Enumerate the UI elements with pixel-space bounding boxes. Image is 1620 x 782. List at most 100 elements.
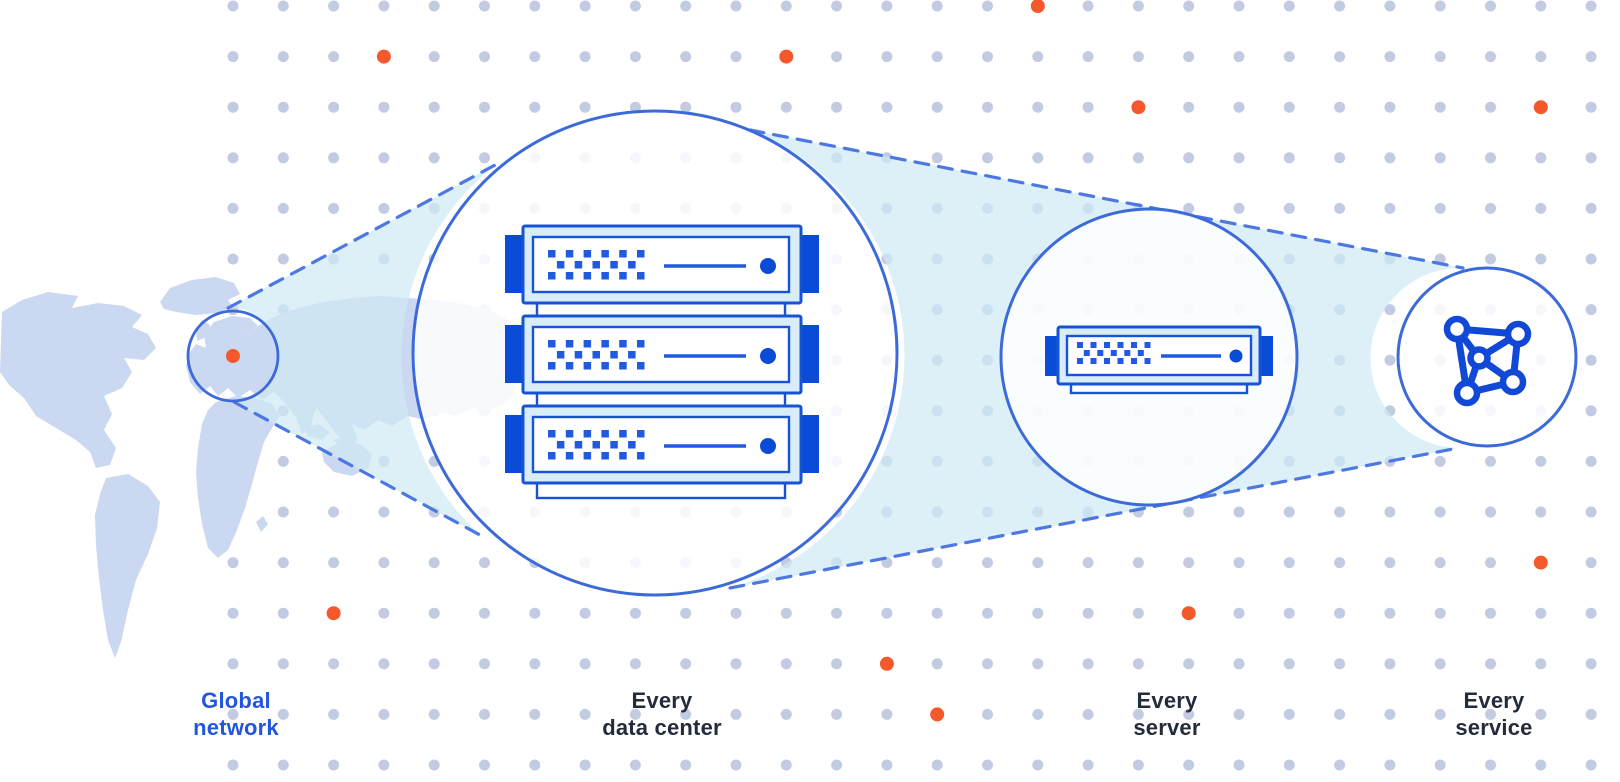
grid-dot <box>479 101 490 113</box>
grid-dot <box>1535 202 1547 214</box>
grid-dot <box>227 253 239 265</box>
grid-dot <box>1334 152 1346 164</box>
grid-dot <box>982 658 993 670</box>
grid-dot <box>328 0 340 12</box>
grid-dot <box>1384 202 1396 214</box>
grid-dot <box>1082 0 1094 12</box>
vent-square <box>592 441 600 449</box>
grid-dot <box>1535 253 1547 265</box>
vent-square <box>601 430 609 438</box>
vent-square <box>565 272 574 280</box>
vent-square <box>1104 342 1110 348</box>
grid-dot <box>1384 759 1396 771</box>
continent-greenland <box>160 277 240 315</box>
grid-dot <box>1384 0 1396 12</box>
grid-dot <box>831 658 843 670</box>
grid-dot <box>1585 658 1597 670</box>
grid-dot <box>680 101 692 113</box>
vent-square <box>610 351 618 359</box>
vent-square <box>548 272 556 280</box>
grid-dot <box>479 152 490 164</box>
grid-dot <box>1535 51 1547 63</box>
grid-dot <box>479 557 490 569</box>
grid-dot <box>227 51 239 63</box>
grid-dot <box>1132 51 1144 63</box>
grid-dot <box>529 607 541 619</box>
grid-dot <box>529 101 541 113</box>
grid-dot <box>1434 202 1446 214</box>
vent-square <box>619 452 627 460</box>
grid-dot <box>1082 708 1094 720</box>
grid-dot <box>378 152 390 164</box>
grid-dot <box>1485 607 1496 619</box>
label-line: Every <box>1463 688 1525 713</box>
grid-dot <box>1434 759 1446 771</box>
grid-dot <box>1334 658 1346 670</box>
grid-dot <box>277 557 289 569</box>
vent-square <box>548 340 556 348</box>
vent-square <box>601 272 609 280</box>
vent-square <box>619 362 627 370</box>
grid-dot <box>1032 101 1044 113</box>
mesh-node <box>1453 379 1481 407</box>
grid-dot <box>1283 607 1295 619</box>
grid-dot <box>1283 557 1295 569</box>
single-server-icon <box>1045 325 1273 395</box>
grid-dot <box>1082 759 1094 771</box>
grid-dot <box>277 202 289 214</box>
label-line: network <box>193 715 279 740</box>
vent-square <box>628 261 636 269</box>
grid-dot <box>1082 101 1094 113</box>
vent-square <box>565 340 574 348</box>
grid-dot <box>428 0 440 12</box>
vent-square <box>1083 350 1090 356</box>
grid-dot <box>277 101 289 113</box>
vent-square <box>610 261 618 269</box>
grid-dot <box>1535 759 1547 771</box>
grid-dot <box>730 101 742 113</box>
grid-dot <box>680 759 692 771</box>
grid-dot-accent <box>1030 0 1045 13</box>
vent-square <box>1117 342 1124 348</box>
grid-dot <box>1384 506 1396 518</box>
grid-dot <box>1535 455 1547 467</box>
grid-dot <box>1283 506 1295 518</box>
vent-square <box>583 250 592 258</box>
grid-dot <box>680 607 692 619</box>
grid-dot <box>1384 304 1396 316</box>
grid-dot <box>931 0 943 12</box>
network-mesh-icon <box>1443 315 1532 407</box>
grid-dot <box>1585 0 1597 12</box>
grid-dot <box>1434 557 1446 569</box>
grid-dot <box>629 101 641 113</box>
grid-dot <box>831 607 843 619</box>
grid-dot <box>529 759 541 771</box>
vent-square <box>619 430 627 438</box>
grid-dot <box>1233 152 1245 164</box>
grid-dot <box>1233 607 1245 619</box>
vent-square <box>583 272 592 280</box>
grid-dot <box>1183 101 1195 113</box>
vent-square <box>548 430 556 438</box>
label-line: service <box>1455 715 1533 740</box>
grid-dot <box>982 708 993 720</box>
grid-dot <box>277 0 289 12</box>
grid-dot <box>1585 405 1597 417</box>
grid-dot <box>227 708 239 720</box>
vent-square <box>1117 358 1124 364</box>
grid-dot <box>780 607 792 619</box>
vent-square <box>592 261 600 269</box>
grid-dot <box>277 506 289 518</box>
grid-dot <box>982 759 993 771</box>
mesh-node <box>1443 315 1471 343</box>
vent-square <box>1090 342 1097 348</box>
grid-dot <box>579 658 591 670</box>
server-unit-1 <box>505 224 819 305</box>
grid-dot <box>1535 0 1547 12</box>
grid-dot <box>1384 354 1396 366</box>
grid-dot <box>1585 152 1597 164</box>
grid-dot <box>378 759 390 771</box>
grid-dot <box>1535 708 1547 720</box>
grid-dot <box>1283 202 1295 214</box>
